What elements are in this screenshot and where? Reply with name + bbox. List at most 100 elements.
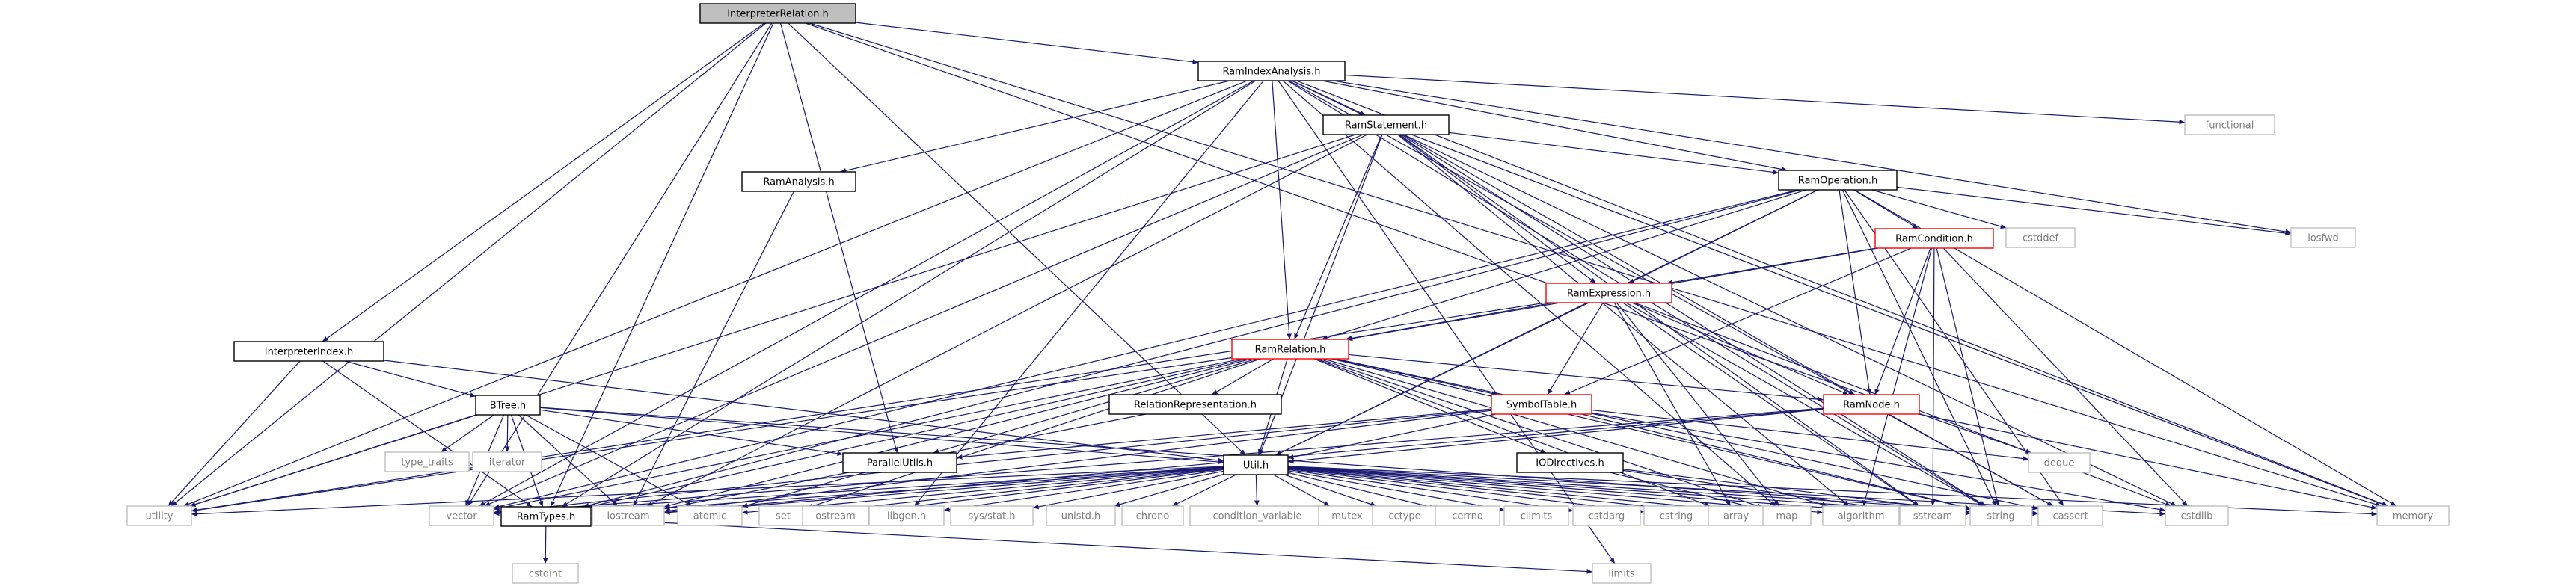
edge-ram_index_analysis_h-to-ram_operation_h [1322,80,1788,172]
node-libgen-h: libgen.h [868,505,945,526]
edge-symbol_table_h-to-iostream [663,410,1492,513]
node-box [1822,505,1900,526]
node-ram-analysis-h[interactable]: RamAnalysis.h [741,171,856,192]
node-label: mutex [1331,511,1363,522]
node-parallel-utils-h[interactable]: ParallelUtils.h [842,452,957,473]
node-label: sys/stat.h [969,511,1016,522]
edge-symbol_table_h-to-parallel_utils_h [956,408,1492,460]
node-box [1491,394,1592,415]
node-box [1874,228,1994,249]
node-label: sstream [1913,511,1952,522]
node-label: RamStatement.h [1345,120,1427,132]
node-ram-statement-h[interactable]: RamStatement.h [1322,114,1450,135]
node-cstdlib: cstdlib [2165,505,2229,526]
node-box [384,451,470,472]
edge-ram_expression_h-to-string [1625,302,1984,507]
node-box [1899,505,1966,526]
node-label: deque [2044,458,2075,469]
edge-ram_index_analysis_h-to-libgen_h [914,80,1264,507]
node-interpreter-index-h[interactable]: InterpreterIndex.h [233,341,384,362]
edge-ram_types_h-to-limits [590,518,1593,574]
node-box [1545,283,1672,303]
node-label: utility [146,511,174,522]
edge-interpreter_index_h-to-utility [168,360,301,507]
node-label: chrono [1136,511,1170,522]
node-box [1322,114,1450,135]
node-symbol-table-h[interactable]: SymbolTable.h [1491,394,1592,415]
node-ram-expression-h[interactable]: RamExpression.h [1545,283,1672,303]
node-box [1197,61,1346,81]
node-util-h[interactable]: Util.h [1223,454,1289,475]
edge-ram_operation_h-to-ram_condition_h [1853,189,1919,229]
node-box [1046,505,1116,526]
edge-util_h-to-iostream [663,466,1224,515]
node-box [475,395,541,416]
node-box [1231,339,1349,360]
node-label: cassert [2052,511,2088,522]
edge-ram_relation_h-to-parallel_utils_h [933,358,1257,454]
node-cstdint: cstdint [512,563,579,584]
node-sys-stat-h: sys/stat.h [950,505,1034,526]
edge-io_directives_h-to-map [1609,472,1764,511]
edge-ram_statement_h-to-ram_expression_h [1398,134,1597,284]
edge-ram_operation_h-to-iosfwd [1896,186,2292,236]
edge-ram_index_analysis_h-to-utility [183,80,1248,507]
edge-ram_index_analysis_h-to-vector [479,80,1254,507]
edge-ram_node_h-to-cassert [1888,413,2054,507]
node-box [429,505,494,526]
node-box [1318,505,1376,526]
edge-ram_index_analysis_h-to-iosfwd [1332,80,2292,235]
node-label: map [1776,511,1798,522]
node-climits: climits [1503,505,1569,526]
edge-interpreter_relation_h-to-util_h [788,22,1246,456]
node-box [2184,114,2275,135]
node-ram-types-h[interactable]: RamTypes.h [500,506,592,527]
edge-ram_operation_h-to-vector [493,189,1798,509]
node-btree-h[interactable]: BTree.h [475,395,541,416]
node-label: cctype [1388,511,1420,522]
node-functional: functional [2184,114,2275,135]
node-ram-node-h[interactable]: RamNode.h [1823,394,1920,415]
edge-io_directives_h-to-string [1622,469,1971,514]
node-ram-relation-h[interactable]: RamRelation.h [1231,339,1349,360]
node-io-directives-h[interactable]: IODirectives.h [1516,452,1624,473]
node-box [1778,170,1898,191]
node-label: RamExpression.h [1567,289,1651,300]
node-sstream: sstream [1899,505,1966,526]
node-ram-condition-h[interactable]: RamCondition.h [1874,228,1994,249]
node-unistd-h: unistd.h [1046,505,1116,526]
node-cstdarg: cstdarg [1572,505,1641,526]
edge-interpreter_relation_h-to-interpreter_index_h [322,22,765,342]
node-box [741,171,856,192]
edge-util_h-to-array [1287,467,1709,515]
node-label: RamCondition.h [1895,234,1973,245]
node-box [2290,227,2356,248]
node-label: cstdlib [2181,511,2213,522]
edge-ram_statement_h-to-sstream [1399,134,1920,507]
node-type-traits: type_traits [384,451,470,472]
node-label: ParallelUtils.h [867,458,933,469]
edge-ram_expression_h-to-ram_relation_h [1345,302,1554,341]
node-box [1762,505,1812,526]
edge-ram_condition_h-to-algorithm [1862,247,1933,507]
edge-ram_operation_h-to-ram_node_h [1839,189,1872,395]
node-interpreter-relation-h[interactable]: InterpreterRelation.h [699,3,856,24]
node-box [2028,452,2091,473]
edge-util_h-to-atomic [741,467,1224,515]
edge-ram_index_analysis_h-to-cstdlib [1291,80,2177,507]
node-memory: memory [2376,505,2450,526]
edge-ram_statement_h-to-string [1401,134,1986,507]
edge-btree_h-to-util_h [539,407,1224,465]
node-label: RamIndexAnalysis.h [1222,67,1320,78]
node-ram-index-analysis-h[interactable]: RamIndexAnalysis.h [1197,61,1346,81]
node-box [1435,505,1500,526]
edge-ram_relation_h-to-algorithm [1323,358,1828,508]
edge-ram_operation_h-to-string [1841,189,1997,507]
node-mutex: mutex [1318,505,1376,526]
node-ram-operation-h[interactable]: RamOperation.h [1778,170,1898,191]
edge-btree_h-to-type_traits [441,414,494,453]
node-box [1121,505,1184,526]
node-relation-representation-h[interactable]: RelationRepresentation.h [1108,394,1282,415]
edge-interpreter_index_h-to-btree_h [344,360,476,398]
